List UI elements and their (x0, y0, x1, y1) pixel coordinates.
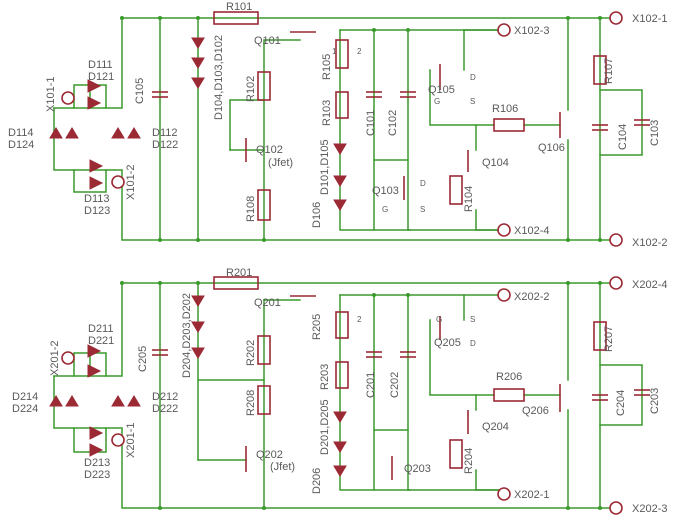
pin-label: 2 (357, 315, 362, 324)
label-q101: Q101 (254, 35, 281, 47)
label-c203: C203 (649, 388, 661, 414)
label-d122: D122 (152, 139, 178, 151)
label-q102-type: (Jfet) (268, 157, 293, 169)
label-d223: D223 (84, 469, 110, 481)
label-r207: R207 (603, 326, 615, 352)
label-x102-2: X102-2 (632, 237, 667, 249)
label-d213: D213 (84, 457, 110, 469)
label-c104: C104 (617, 124, 629, 150)
label-r206: R206 (496, 371, 522, 383)
label-x202-1: X202-1 (514, 489, 549, 501)
pin-label: G (434, 97, 440, 106)
circuit-2-labels: R201 Q201 C205 D204,D203,D202 R202 R208 … (12, 267, 667, 515)
pin-markers: 2 1 D S G D S G 2 D S G (332, 47, 476, 348)
label-q206: Q206 (522, 405, 549, 417)
label-x202-3: X202-3 (632, 503, 667, 515)
pin-label: D (470, 339, 476, 348)
circuit-2-components (49, 276, 650, 515)
label-d204-d203-d202: D204,D203,D202 (181, 293, 193, 378)
pin-label: D (420, 179, 426, 188)
label-d111: D111 (88, 59, 113, 71)
label-d104-d103-d102: D104,D103,D102 (213, 35, 225, 120)
label-x201-2: X201-2 (49, 341, 61, 376)
label-d222: D222 (152, 403, 178, 415)
label-r106: R106 (492, 103, 518, 115)
label-q201: Q201 (254, 297, 281, 309)
label-d123: D123 (84, 205, 110, 217)
label-d112: D112 (152, 127, 177, 139)
label-x102-1: X102-1 (632, 13, 667, 25)
label-d121: D121 (88, 71, 114, 83)
label-c205: C205 (137, 346, 149, 372)
circuit-1-wires (53, 16, 643, 242)
label-q105: Q105 (428, 84, 455, 96)
label-r104: R104 (463, 186, 475, 212)
label-d214: D214 (12, 391, 38, 403)
label-c102: C102 (387, 110, 399, 136)
label-d114: D114 (8, 127, 33, 139)
pin-label: D (470, 73, 476, 82)
label-c103: C103 (649, 120, 661, 146)
label-r102: R102 (245, 76, 257, 102)
pin-label: 2 (357, 47, 362, 56)
label-r103: R103 (321, 100, 333, 126)
pin-label: 1 (332, 47, 337, 56)
circuit-1-labels: R101 Q101 C105 D104,D103,D102 R102 R105 … (8, 1, 667, 249)
label-r202: R202 (245, 340, 257, 366)
label-d101-d105: D101,D105 (319, 139, 331, 195)
label-d206: D206 (311, 468, 323, 494)
label-d201-d205: D201,D205 (319, 399, 331, 455)
label-q205: Q205 (434, 337, 461, 349)
label-q106: Q106 (538, 142, 565, 154)
label-c201: C201 (365, 372, 377, 398)
circuit-1-components (49, 11, 650, 247)
label-d106: D106 (311, 202, 323, 228)
label-c204: C204 (615, 390, 627, 416)
pin-label: S (470, 97, 475, 106)
label-r108: R108 (245, 196, 257, 222)
label-r205: R205 (311, 314, 323, 340)
label-d124: D124 (8, 139, 34, 151)
label-x101-1: X101-1 (45, 77, 57, 112)
label-r203: R203 (319, 364, 331, 390)
label-d113: D113 (84, 193, 109, 205)
pin-label: G (382, 205, 388, 214)
label-d212: D212 (152, 391, 178, 403)
pin-label: G (436, 315, 442, 324)
label-d221: D221 (88, 335, 114, 347)
label-x202-2: X202-2 (514, 291, 549, 303)
label-r107: R107 (603, 58, 615, 84)
pin-label: S (470, 315, 475, 324)
label-d211: D211 (88, 323, 113, 335)
label-q102: Q102 (256, 144, 283, 156)
label-c101: C101 (365, 110, 377, 136)
label-d224: D224 (12, 403, 38, 415)
label-q204: Q204 (482, 421, 509, 433)
label-q103: Q103 (372, 185, 399, 197)
label-r208: R208 (245, 390, 257, 416)
label-q203: Q203 (404, 463, 431, 475)
label-x101-2: X101-2 (125, 165, 137, 200)
label-c105: C105 (134, 78, 146, 104)
label-c202: C202 (389, 372, 401, 398)
label-r204: R204 (463, 448, 475, 474)
label-x202-4: X202-4 (632, 279, 667, 291)
label-q202: Q202 (256, 449, 283, 461)
label-q202-type: (Jfet) (270, 461, 295, 473)
pin-label: S (420, 205, 425, 214)
label-r105: R105 (321, 54, 333, 80)
label-x102-4: X102-4 (514, 225, 549, 237)
label-x102-3: X102-3 (514, 25, 549, 37)
label-x201-1: X201-1 (125, 423, 137, 458)
label-q104: Q104 (482, 157, 509, 169)
label-r101: R101 (226, 1, 252, 13)
label-r201: R201 (226, 267, 252, 279)
